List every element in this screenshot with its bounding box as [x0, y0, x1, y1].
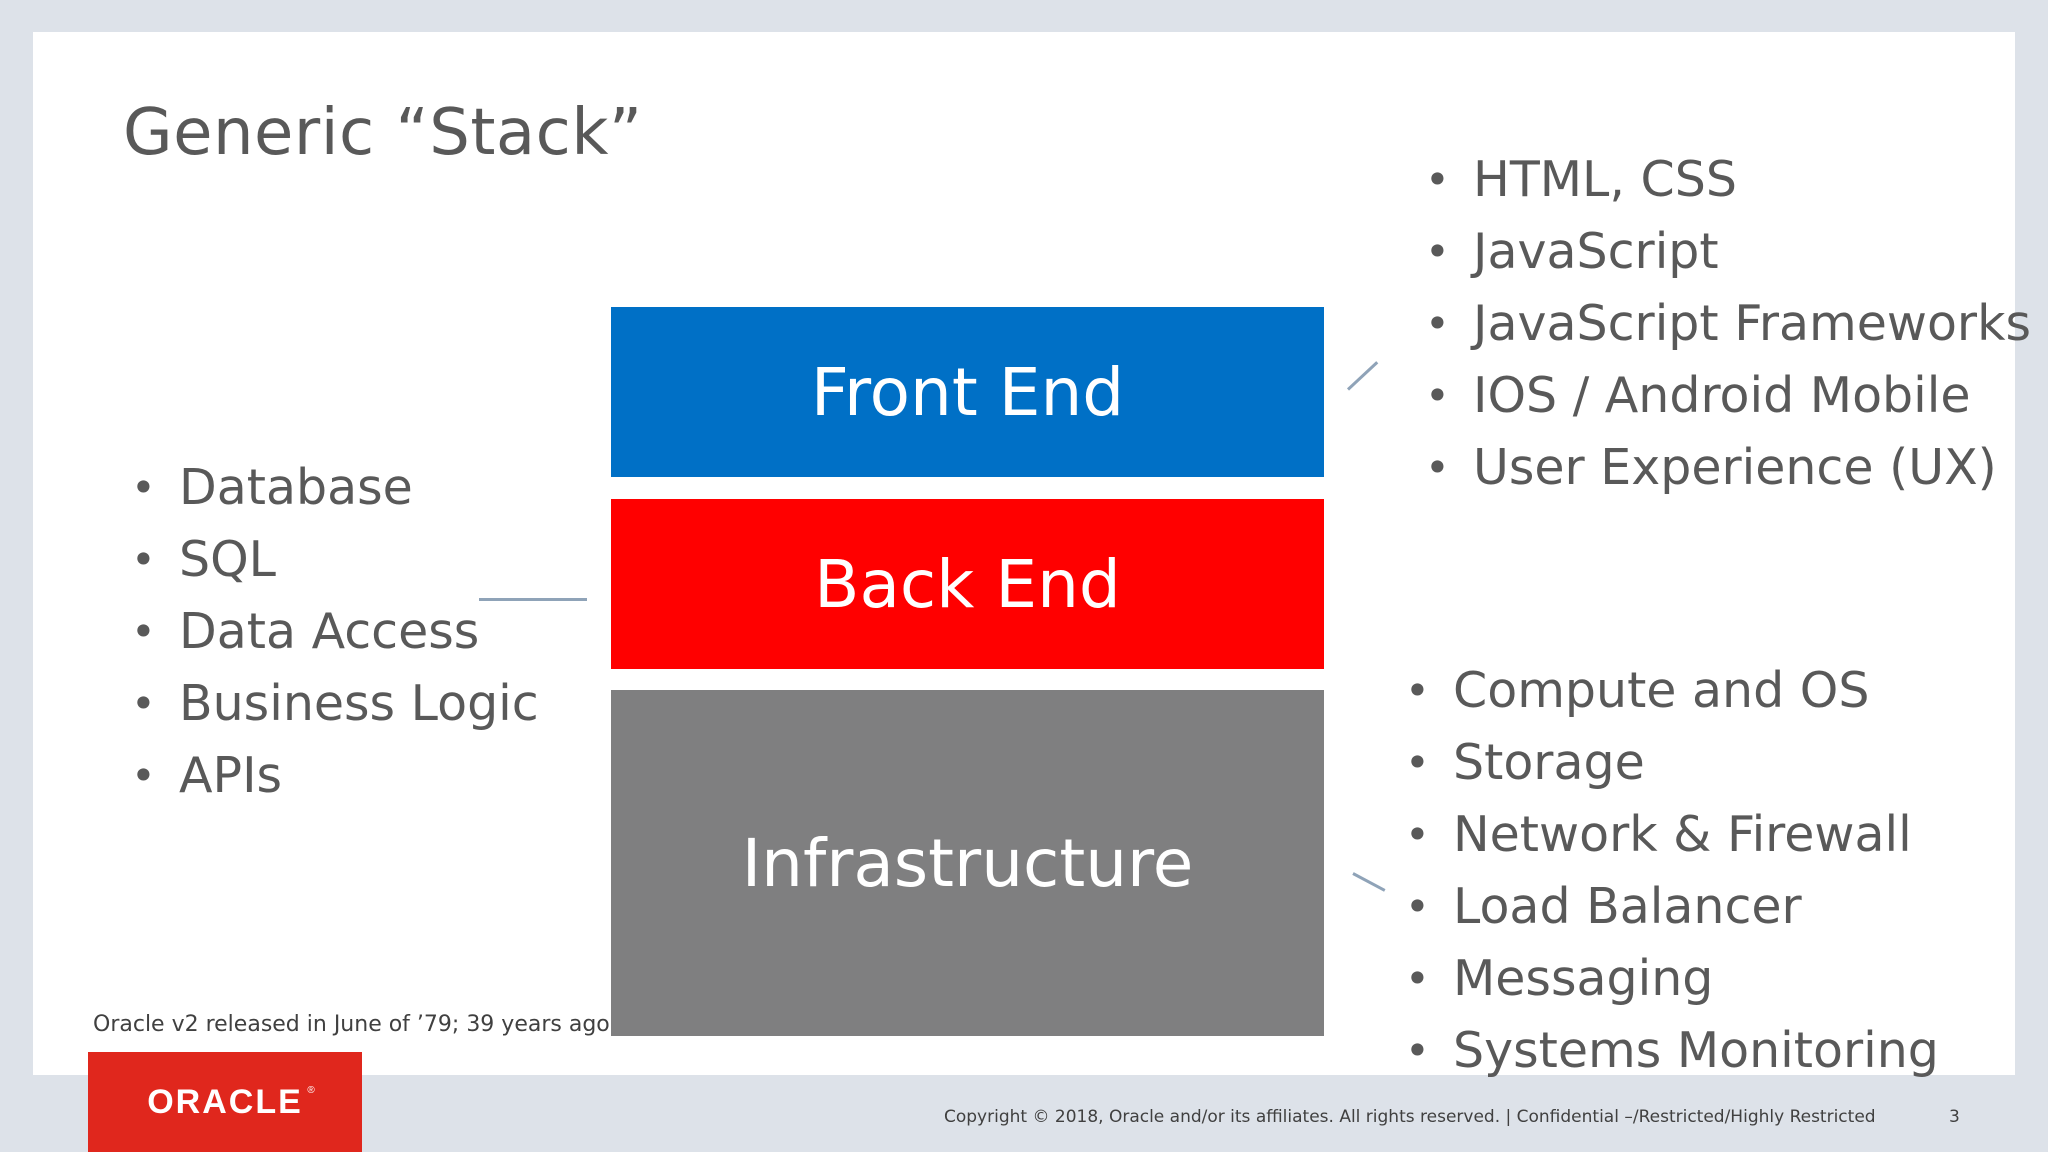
- footnote: Oracle v2 released in June of ’79; 39 ye…: [93, 1012, 610, 1037]
- list-item: •APIs: [131, 740, 539, 812]
- list-item: •HTML, CSS: [1425, 144, 2031, 216]
- bullet-icon: •: [1425, 155, 1450, 204]
- front-end-block: Front End: [611, 307, 1324, 477]
- list-item: •JavaScript: [1425, 216, 2031, 288]
- back-end-list: •Database •SQL •Data Access •Business Lo…: [131, 452, 539, 812]
- list-item: •Storage: [1405, 727, 1939, 799]
- bullet-icon: •: [131, 607, 156, 656]
- list-item: •Load Balancer: [1405, 871, 1939, 943]
- bullet-icon: •: [131, 679, 156, 728]
- infrastructure-block: Infrastructure: [611, 690, 1324, 1036]
- list-item: •Database: [131, 452, 539, 524]
- list-item: •SQL: [131, 524, 539, 596]
- list-item: •Compute and OS: [1405, 655, 1939, 727]
- oracle-logo-text: ORACLE®: [147, 1082, 315, 1121]
- list-item: •Messaging: [1405, 943, 1939, 1015]
- copyright-notice: Copyright © 2018, Oracle and/or its affi…: [944, 1107, 1876, 1127]
- slide-title: Generic “Stack”: [123, 96, 643, 170]
- back-end-block: Back End: [611, 499, 1324, 669]
- bullet-icon: •: [1405, 666, 1430, 715]
- bullet-icon: •: [1405, 738, 1430, 787]
- bullet-icon: •: [1405, 954, 1430, 1003]
- front-end-connector: [1346, 361, 1379, 391]
- registered-mark: ®: [307, 1084, 315, 1096]
- infrastructure-list: •Compute and OS •Storage •Network & Fire…: [1405, 655, 1939, 1087]
- bullet-icon: •: [1425, 227, 1450, 276]
- slide-canvas: Generic “Stack” Front End Back End Infra…: [33, 32, 2031, 1079]
- bullet-icon: •: [1405, 810, 1430, 859]
- list-item: •Network & Firewall: [1405, 799, 1939, 871]
- list-item: •JavaScript Frameworks: [1425, 288, 2031, 360]
- bullet-icon: •: [1405, 1026, 1430, 1075]
- bullet-icon: •: [1425, 371, 1450, 420]
- bullet-icon: •: [131, 463, 156, 512]
- bullet-icon: •: [1405, 882, 1430, 931]
- front-end-label: Front End: [810, 353, 1125, 431]
- page-number: 3: [1949, 1107, 1960, 1127]
- bullet-icon: •: [131, 535, 156, 584]
- bullet-icon: •: [1425, 299, 1450, 348]
- bullet-icon: •: [131, 751, 156, 800]
- list-item: •Business Logic: [131, 668, 539, 740]
- back-end-label: Back End: [814, 545, 1121, 623]
- back-end-connector: [479, 598, 587, 601]
- front-end-list: •HTML, CSS •JavaScript •JavaScript Frame…: [1425, 144, 2031, 504]
- infrastructure-connector: [1352, 872, 1386, 892]
- list-item: •Systems Monitoring: [1405, 1015, 1939, 1087]
- oracle-logo: ORACLE®: [88, 1052, 362, 1152]
- list-item: •Data Access: [131, 596, 539, 668]
- list-item: •User Experience (UX): [1425, 432, 2031, 504]
- list-item: •IOS / Android Mobile: [1425, 360, 2031, 432]
- infrastructure-label: Infrastructure: [741, 824, 1194, 902]
- bullet-icon: •: [1425, 443, 1450, 492]
